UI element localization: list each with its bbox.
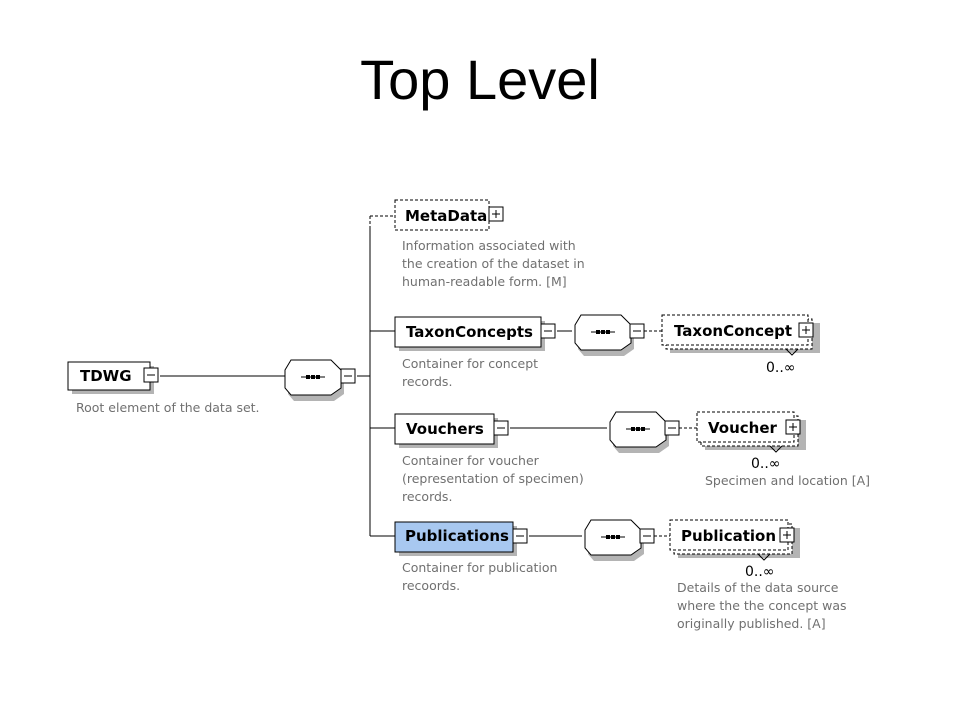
vouchers-description-line: Container for voucher <box>402 453 540 468</box>
tdwg-description: Root element of the data set. <box>76 400 260 415</box>
metadata-description-line: Information associated with <box>402 238 576 253</box>
publications-label: Publications <box>405 527 509 545</box>
collapse-icon[interactable] <box>629 323 645 339</box>
metadata-description-line: the creation of the dataset in <box>402 256 585 271</box>
publication-label: Publication <box>681 527 776 545</box>
publications-description-line: recoords. <box>402 578 460 593</box>
collapse-icon[interactable] <box>639 528 655 544</box>
publication-description-line: originally published. [A] <box>677 616 826 631</box>
expand-icon[interactable] <box>488 206 504 222</box>
voucher-description: Specimen and location [A] <box>705 473 870 488</box>
taxon-concept-node[interactable]: TaxonConcept <box>661 314 820 356</box>
cardinality-label: 0..∞ <box>751 456 780 472</box>
collapse-icon[interactable] <box>493 420 509 436</box>
publications-node[interactable]: Publications <box>394 521 528 556</box>
publications-description-line: Container for publication <box>402 560 557 575</box>
connector-lines <box>160 215 697 537</box>
publication-node[interactable]: Publication <box>669 519 800 561</box>
vouchers-description-line: records. <box>402 489 452 504</box>
sequence-compositor[interactable] <box>584 519 655 561</box>
page-title: Top Level <box>360 48 600 111</box>
taxon-concepts-node[interactable]: TaxonConcepts <box>394 316 556 351</box>
expand-icon[interactable] <box>779 527 795 543</box>
taxon-concepts-description-line: records. <box>402 374 452 389</box>
publication-description-line: Details of the data source <box>677 580 839 595</box>
cardinality-label: 0..∞ <box>745 564 774 580</box>
expand-icon[interactable] <box>798 322 814 338</box>
taxon-concepts-description-line: Container for concept <box>402 356 538 371</box>
cardinality-label: 0..∞ <box>766 360 795 376</box>
taxon-concepts-label: TaxonConcepts <box>406 323 533 341</box>
voucher-node[interactable]: Voucher <box>696 411 806 453</box>
tdwg-label: TDWG <box>80 367 132 385</box>
voucher-label: Voucher <box>708 419 778 437</box>
sequence-compositor[interactable] <box>609 411 680 453</box>
taxon-concept-label: TaxonConcept <box>674 322 792 340</box>
collapse-icon[interactable] <box>540 323 556 339</box>
sequence-compositor[interactable] <box>284 359 356 401</box>
collapse-icon[interactable] <box>340 368 356 384</box>
vouchers-label: Vouchers <box>406 420 484 438</box>
collapse-icon[interactable] <box>664 420 680 436</box>
publication-description-line: where the the concept was <box>677 598 847 613</box>
collapse-icon[interactable] <box>143 367 159 383</box>
metadata-description-line: human-readable form. [M] <box>402 274 567 289</box>
metadata-node[interactable]: MetaData <box>394 199 504 231</box>
expand-icon[interactable] <box>785 419 801 435</box>
sequence-compositor[interactable] <box>574 314 645 356</box>
collapse-icon[interactable] <box>512 528 528 544</box>
metadata-label: MetaData <box>405 207 487 225</box>
vouchers-node[interactable]: Vouchers <box>394 413 509 448</box>
tdwg-node[interactable]: TDWG <box>67 361 159 394</box>
vouchers-description-line: (representation of specimen) <box>402 471 584 486</box>
